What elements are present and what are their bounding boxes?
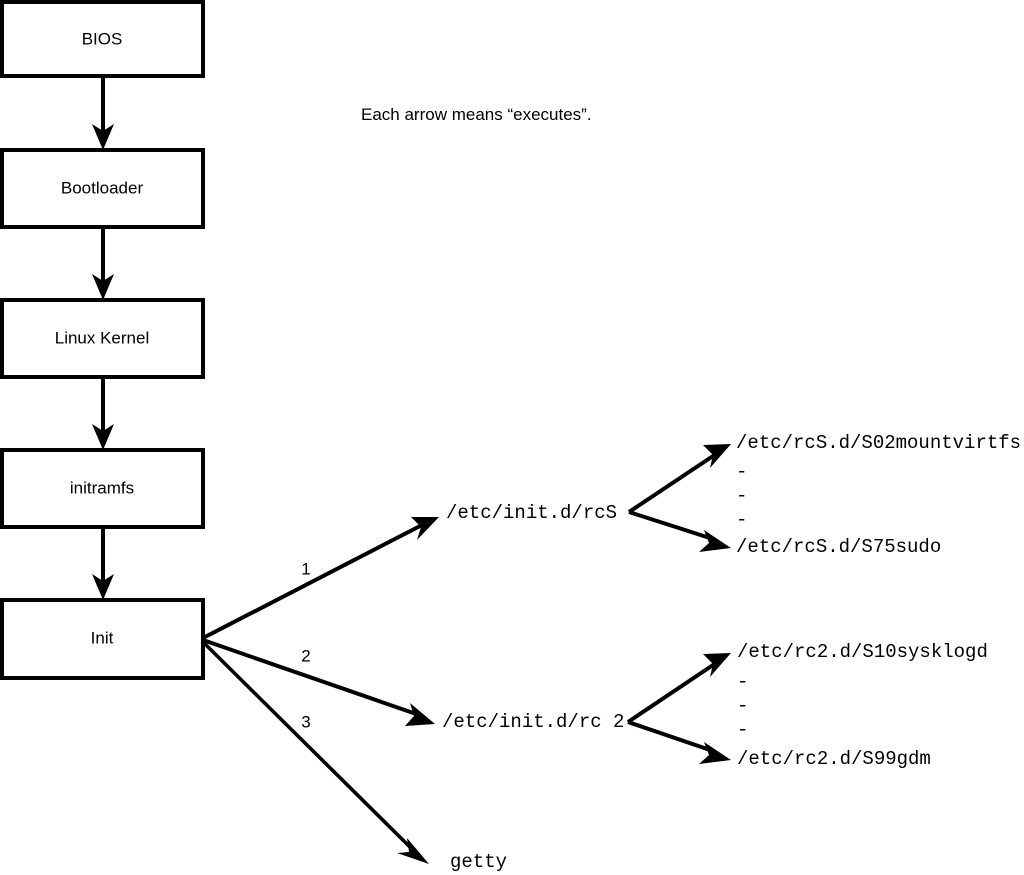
arrow-rcs-to-last-script <box>628 510 731 552</box>
arrow-rcs-to-first-script <box>627 444 731 514</box>
arrowhead-rcs-to-first-script <box>703 444 731 468</box>
stage-linux-kernel[interactable]: Linux Kernel <box>0 298 205 379</box>
rcs-ellipsis-dash-1: - <box>736 461 747 483</box>
arrow-init-branch-1 <box>202 517 439 640</box>
rcs-script-last: /etc/rcS.d/S75sudo <box>736 536 941 558</box>
diagram-caption: Each arrow means “executes”. <box>361 105 592 124</box>
branch-number-1: 1 <box>301 559 310 578</box>
rc2-ellipsis-dash-2: - <box>737 695 748 717</box>
branch-number-3: 3 <box>301 712 310 731</box>
branch-target-getty: getty <box>450 851 507 873</box>
stage-bios[interactable]: BIOS <box>0 0 205 78</box>
arrow-bootloader-to-kernel <box>92 227 114 300</box>
rc2-script-first: /etc/rc2.d/S10sysklogd <box>737 641 988 663</box>
rc2-script-last: /etc/rc2.d/S99gdm <box>737 748 931 770</box>
arrowhead-rcs-to-last-script <box>699 530 731 552</box>
arrowhead-init-branch-1 <box>411 517 439 540</box>
arrow-bios-to-bootloader <box>92 76 114 150</box>
arrowhead-init-branch-2 <box>405 703 435 726</box>
stage-box-bios[interactable] <box>0 0 205 78</box>
arrowhead-kernel-to-initramfs <box>92 424 114 450</box>
arrowhead-rc2-to-first-script <box>703 653 731 677</box>
arrowhead-bios-to-bootloader <box>92 124 114 150</box>
stage-box-init[interactable] <box>0 598 205 680</box>
arrowhead-initramfs-to-init <box>92 574 114 600</box>
stage-label-init: Init <box>91 628 114 647</box>
stage-label-bootloader: Bootloader <box>61 178 144 197</box>
rcs-script-first: /etc/rcS.d/S02mountvirtfs <box>736 432 1021 454</box>
rcs-ellipsis-dash-3: - <box>736 509 747 531</box>
arrowhead-bootloader-to-kernel <box>92 274 114 300</box>
branch-number-2: 2 <box>301 646 310 665</box>
arrow-initramfs-to-init <box>92 527 114 600</box>
rc2-ellipsis-dash-3: - <box>737 719 748 741</box>
rc2-ellipsis-dash-1: - <box>737 671 748 693</box>
arrow-rc2-to-first-script <box>626 653 731 724</box>
stage-label-linux-kernel: Linux Kernel <box>55 328 150 347</box>
branch-target-rcs: /etc/init.d/rcS <box>446 502 617 524</box>
stage-initramfs[interactable]: initramfs <box>0 448 205 529</box>
stage-box-initramfs[interactable] <box>0 448 205 529</box>
arrow-kernel-to-initramfs <box>92 377 114 450</box>
arrowhead-init-branch-3 <box>397 838 429 864</box>
stage-label-bios: BIOS <box>82 29 123 48</box>
stage-bootloader[interactable]: Bootloader <box>0 148 205 229</box>
stage-label-initramfs: initramfs <box>70 478 134 497</box>
rcs-ellipsis-dash-2: - <box>736 485 747 507</box>
stage-init[interactable]: Init <box>0 598 205 680</box>
arrow-init-branch-2 <box>202 638 435 726</box>
arrow-init-branch-3 <box>201 640 429 864</box>
branch-target-rc2: /etc/init.d/rc 2 <box>442 711 624 733</box>
arrow-rc2-to-last-script <box>627 720 731 764</box>
arrowhead-rc2-to-last-script <box>699 742 731 764</box>
